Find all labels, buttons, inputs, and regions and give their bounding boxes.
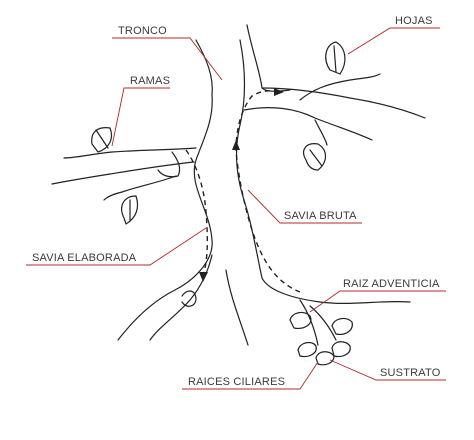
right-twig-knot — [314, 119, 328, 146]
savia-elaborada-arrow-down — [199, 272, 208, 282]
leader-ramas — [111, 87, 170, 147]
leader-savia-bruta — [247, 189, 362, 224]
label-ramas: RAMAS — [130, 75, 170, 87]
label-sustrato: SUSTRATO — [380, 367, 441, 379]
upper-trunk-left — [195, 39, 213, 96]
leaf-left-lower — [121, 195, 139, 225]
leader-savia-elaborada — [26, 227, 207, 266]
root-knot — [181, 290, 197, 307]
savia-bruta-arrow-right — [274, 88, 284, 96]
left-branch-lower — [51, 161, 195, 185]
tree-drawing — [51, 24, 426, 366]
trunk-right-edge — [235, 39, 411, 304]
savia-bruta-flow-line — [235, 90, 301, 293]
label-hojas: HOJAS — [395, 15, 433, 27]
pebble-5 — [315, 351, 335, 366]
pebble-3 — [297, 341, 317, 358]
left-twig — [103, 175, 177, 201]
leaf-left-upper — [91, 127, 113, 153]
savia-elaborada-flow-line — [185, 149, 209, 273]
root-center — [225, 269, 249, 346]
leader-raices-ciliares — [182, 361, 319, 390]
leader-tronco — [112, 37, 223, 81]
leaf-top-right — [325, 41, 346, 75]
right-branch-lower — [243, 107, 373, 141]
savia-bruta-arrow-up — [232, 140, 240, 150]
right-branch-upper — [261, 87, 426, 119]
upper-trunk — [246, 24, 291, 92]
leader-hojas — [347, 27, 440, 55]
sap-flow — [185, 88, 301, 293]
trunk-left-edge — [117, 94, 213, 341]
pebble-1 — [289, 311, 312, 329]
label-savia-elaborada: SAVIA ELABORADA — [32, 252, 137, 264]
right-twig — [299, 73, 381, 101]
root-left-lower — [149, 254, 213, 341]
leaf-mid-right — [303, 143, 327, 171]
leader-raiz-adventicia — [309, 290, 446, 313]
label-savia-bruta: SAVIA BRUTA — [284, 210, 357, 222]
left-branch-knot — [157, 151, 181, 178]
leader-sustrato — [329, 359, 446, 381]
labels: TRONCO HOJAS RAMAS SAVIA BRUTA SAVIA ELA… — [26, 15, 446, 390]
pebble-4 — [331, 341, 351, 358]
label-raiz-adventicia: RAIZ ADVENTICIA — [343, 278, 440, 290]
left-branch-upper — [63, 147, 197, 159]
label-raices-ciliares: RAICES CILIARES — [188, 376, 285, 388]
label-tronco: TRONCO — [118, 25, 167, 37]
pebble-2 — [331, 317, 353, 335]
